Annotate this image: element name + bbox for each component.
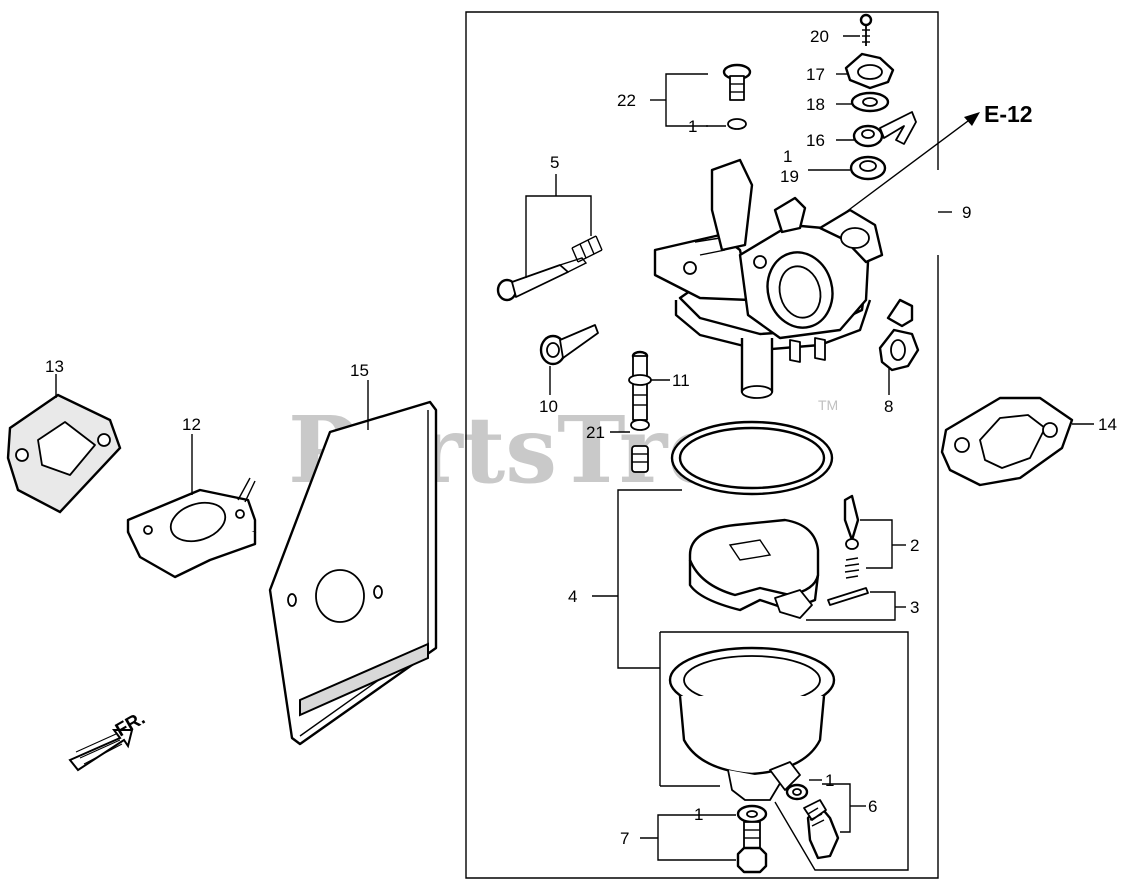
callout-1-bolt: 1 <box>694 805 703 824</box>
front-direction-arrow <box>68 729 134 772</box>
callout-19: 19 <box>780 167 799 186</box>
part-5-pilot-screw <box>496 235 603 302</box>
part-2-needle <box>843 494 860 579</box>
part-7-bolt <box>736 821 768 874</box>
callout-14: 14 <box>1098 415 1117 434</box>
assembly-frame <box>465 11 939 879</box>
callout-2: 2 <box>910 536 919 555</box>
part-20-screw <box>859 13 873 46</box>
part-4-gasket-ring <box>670 420 834 496</box>
part-1-washer-bolt <box>736 804 768 824</box>
part-11-nozzle <box>628 350 652 431</box>
part-18-washer <box>850 91 890 113</box>
callout-7: 7 <box>620 829 629 848</box>
callout-1-bowl: 1 <box>825 771 834 790</box>
part-14-gasket <box>940 396 1074 487</box>
float <box>688 518 820 619</box>
callout-6: 6 <box>868 797 877 816</box>
callout-1-top: 1 <box>783 147 792 166</box>
callout-13: 13 <box>45 357 64 376</box>
callout-16: 16 <box>806 131 825 150</box>
callout-21: 21 <box>586 423 605 442</box>
part-17-plate <box>844 52 895 90</box>
callout-8: 8 <box>884 397 893 416</box>
float-bowl <box>668 646 836 801</box>
callout-22: 22 <box>617 91 636 110</box>
callout-9: 9 <box>962 203 971 222</box>
part-21-jet <box>631 445 649 473</box>
part-6-drain-screw <box>803 799 840 860</box>
callout-1-screw: 1 <box>688 117 697 136</box>
part-16-lever <box>852 111 917 148</box>
callout-15: 15 <box>350 361 369 380</box>
callout-11: 11 <box>672 371 690 390</box>
callout-20: 20 <box>810 27 829 46</box>
part-15-plate <box>268 400 438 746</box>
part-8-clip <box>878 298 920 372</box>
float-bowl-frame <box>660 631 909 871</box>
part-13-gasket <box>6 393 122 514</box>
callout-10: 10 <box>539 397 558 416</box>
callout-12: 12 <box>182 415 201 434</box>
part-19-seal <box>849 155 887 181</box>
part-3-pin <box>827 587 869 606</box>
part-10-stop-screw <box>539 324 599 366</box>
callout-17: 17 <box>806 65 825 84</box>
reference-label: E-12 <box>984 101 1033 127</box>
callout-4: 4 <box>568 587 577 606</box>
part-1-washer-bowl <box>785 783 809 801</box>
callout-5: 5 <box>550 153 559 172</box>
callout-3: 3 <box>910 598 919 617</box>
carburetor-body <box>653 158 884 399</box>
part-22-screw <box>722 63 752 130</box>
callout-18: 18 <box>806 95 825 114</box>
watermark-trademark: TM <box>818 397 838 413</box>
part-12-insulator <box>126 477 257 579</box>
